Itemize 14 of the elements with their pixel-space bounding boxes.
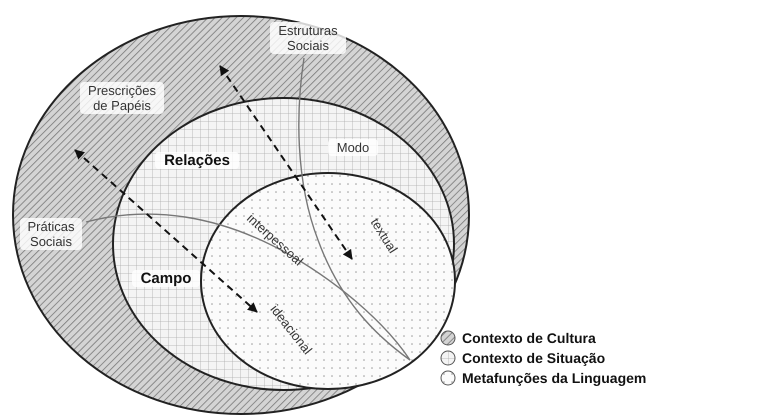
region-label: Práticas Sociais [20, 218, 82, 250]
circle-region [200, 172, 456, 390]
region-label: Modo [328, 139, 378, 156]
circle-region [112, 97, 455, 391]
region-label: Prescrições de Papéis [80, 82, 164, 114]
legend-label: Contexto de Situação [462, 350, 606, 366]
node-label: Estruturas Sociais [278, 23, 338, 53]
legend-label: Metafunções da Linguagem [462, 370, 646, 386]
legend-label: Contexto de Cultura [462, 330, 596, 346]
region-label: Campo [132, 270, 200, 287]
dashed-arrow [219, 65, 353, 260]
dashed-arrow [74, 149, 258, 313]
region-label: Relações [155, 152, 239, 169]
region-label: Estruturas Sociais [270, 22, 346, 54]
